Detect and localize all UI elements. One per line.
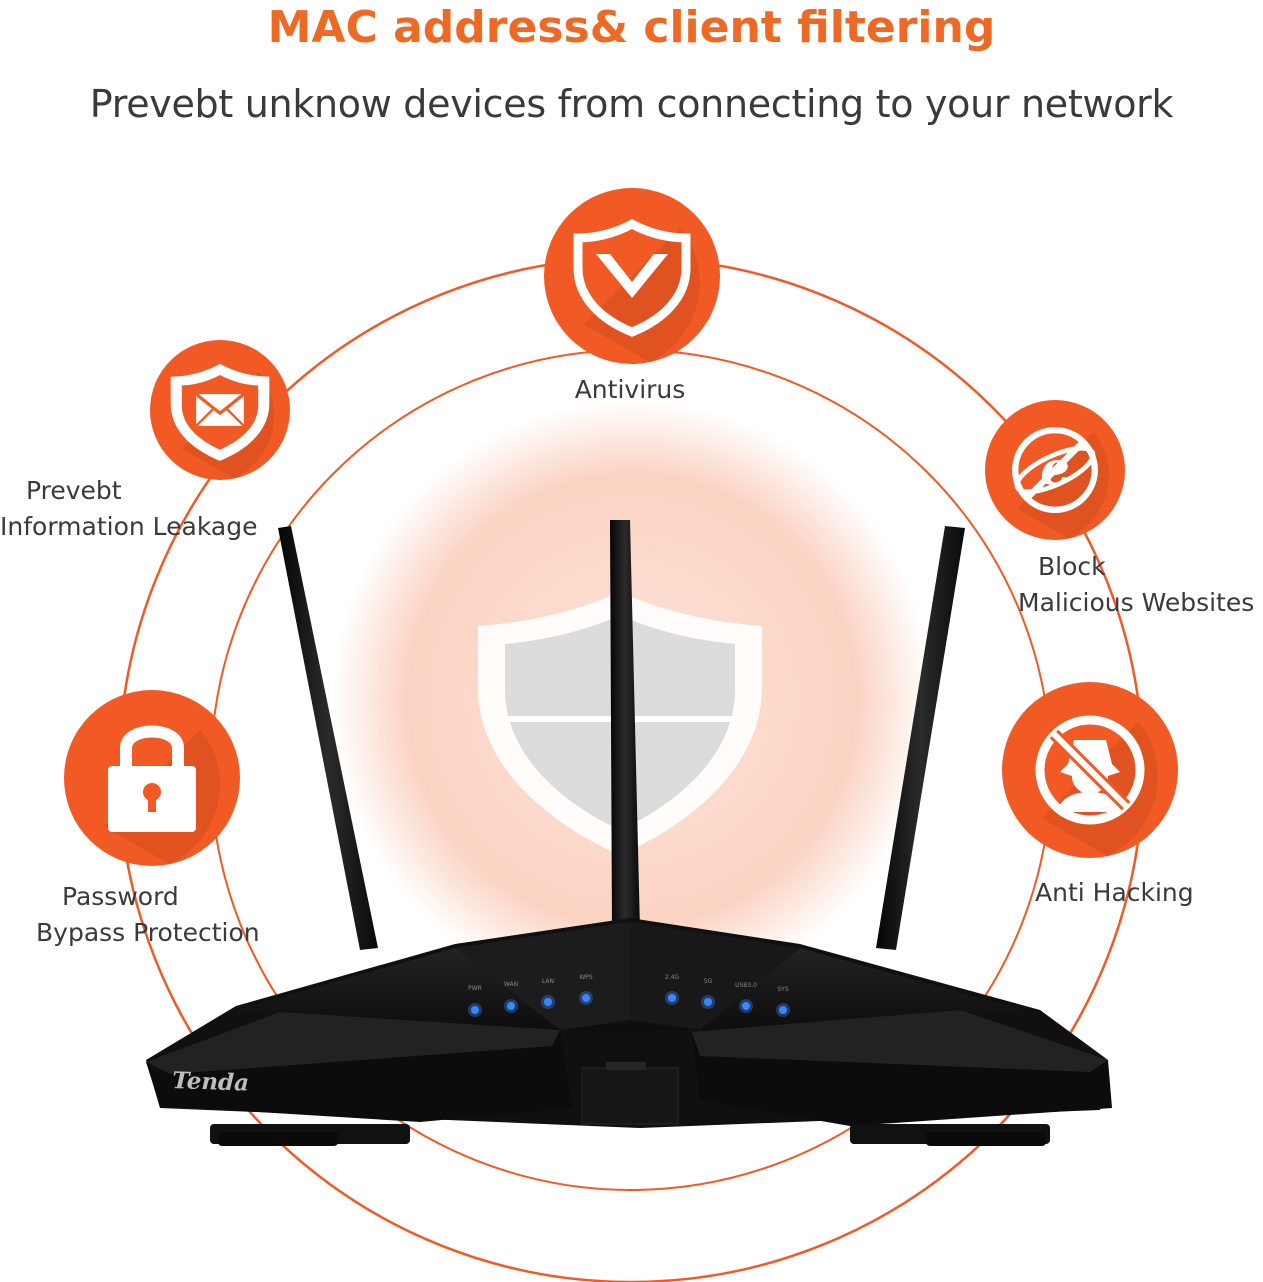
svg-text:WAN: WAN <box>504 981 518 988</box>
feature-badge-malicious-websites: e <box>985 400 1125 540</box>
svg-text:SYS: SYS <box>777 986 788 993</box>
feature-label-anti-hacking: Anti Hacking <box>1035 878 1194 907</box>
svg-text:WPS: WPS <box>579 974 593 981</box>
svg-text:2.4G: 2.4G <box>665 974 680 981</box>
led-24g: 2.4G <box>665 974 680 1005</box>
led-wps: WPS <box>579 974 593 1005</box>
router <box>146 918 1112 1146</box>
padlock-icon <box>108 725 196 832</box>
led-pwr: PWR <box>468 985 482 1017</box>
page-subtitle: Prevebt unknow devices from connecting t… <box>89 82 1174 126</box>
led-5g: 5G <box>701 978 715 1009</box>
feature-label-malicious-websites: Block Malicious Websites <box>1018 552 1255 617</box>
shield-mail-icon <box>170 363 270 461</box>
led-sys: SYS <box>776 986 790 1017</box>
feature-label-password-bypass: Password Bypass Protection <box>36 882 260 947</box>
feature-badge-information-leakage <box>150 340 290 480</box>
led-wan: WAN <box>504 981 518 1013</box>
feature-badge-password-bypass <box>64 690 240 866</box>
svg-text:LAN: LAN <box>542 978 554 985</box>
led-lan: LAN <box>541 978 555 1009</box>
feature-label-antivirus: Antivirus <box>574 375 686 404</box>
router-antennas <box>278 520 965 950</box>
svg-text:PWR: PWR <box>468 985 482 992</box>
no-hacker-icon <box>1035 715 1145 825</box>
svg-text:5G: 5G <box>704 978 713 985</box>
svg-text:USB3.0: USB3.0 <box>735 982 757 989</box>
blocked-browser-icon: e <box>1012 427 1098 513</box>
feature-badges: e <box>64 188 1178 866</box>
feature-label-information-leakage: Prevebt Information Leakage <box>0 476 258 541</box>
shield-v-icon <box>573 218 691 337</box>
router-brand-logo: Tenda <box>172 1067 250 1097</box>
led-usb30: USB3.0 <box>735 982 757 1013</box>
feature-badge-anti-hacking <box>1002 682 1178 858</box>
feature-badge-antivirus <box>544 188 720 364</box>
page-title: MAC address& client filtering <box>267 2 996 53</box>
